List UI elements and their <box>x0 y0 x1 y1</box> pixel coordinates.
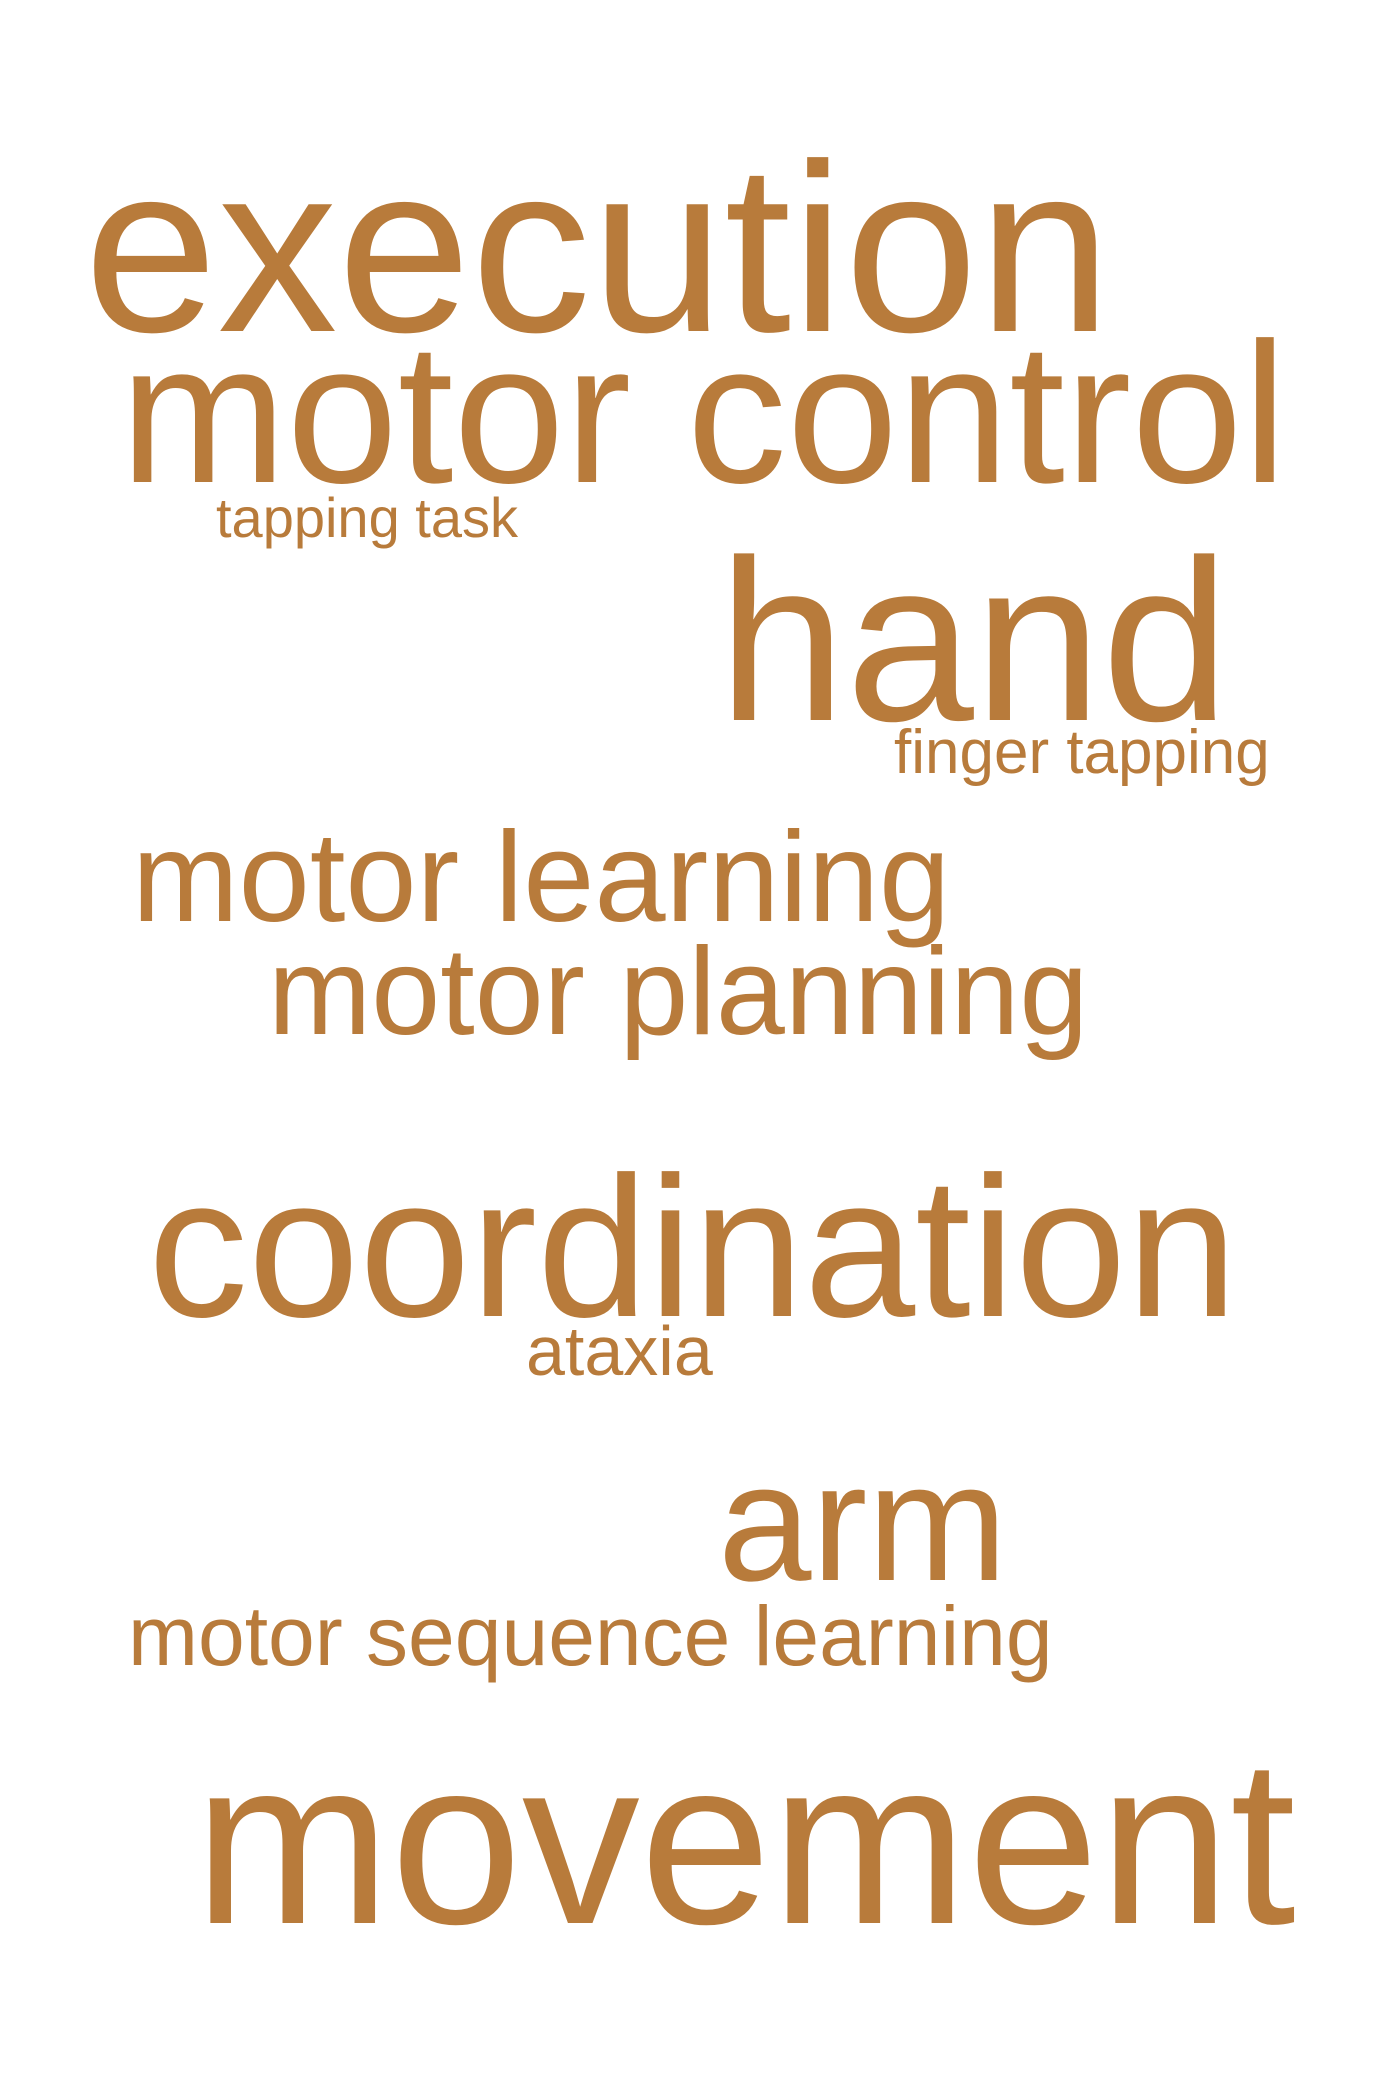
word-motor-sequence-learning: motor sequence learning <box>128 1589 1053 1683</box>
word-ataxia: ataxia <box>526 1312 713 1390</box>
word-execution: execution <box>84 114 1112 382</box>
word-motor-control: motor control <box>120 302 1288 525</box>
word-tapping-task: tapping task <box>216 486 518 549</box>
word-movement: movement <box>194 1710 1296 1974</box>
word-finger-tapping: finger tapping <box>894 718 1270 787</box>
word-coordination: coordination <box>148 1136 1238 1359</box>
word-hand: hand <box>718 512 1230 769</box>
word-arm: arm <box>718 1428 1008 1616</box>
word-motor-planning: motor planning <box>268 923 1089 1061</box>
word-motor-learning: motor learning <box>132 806 951 949</box>
